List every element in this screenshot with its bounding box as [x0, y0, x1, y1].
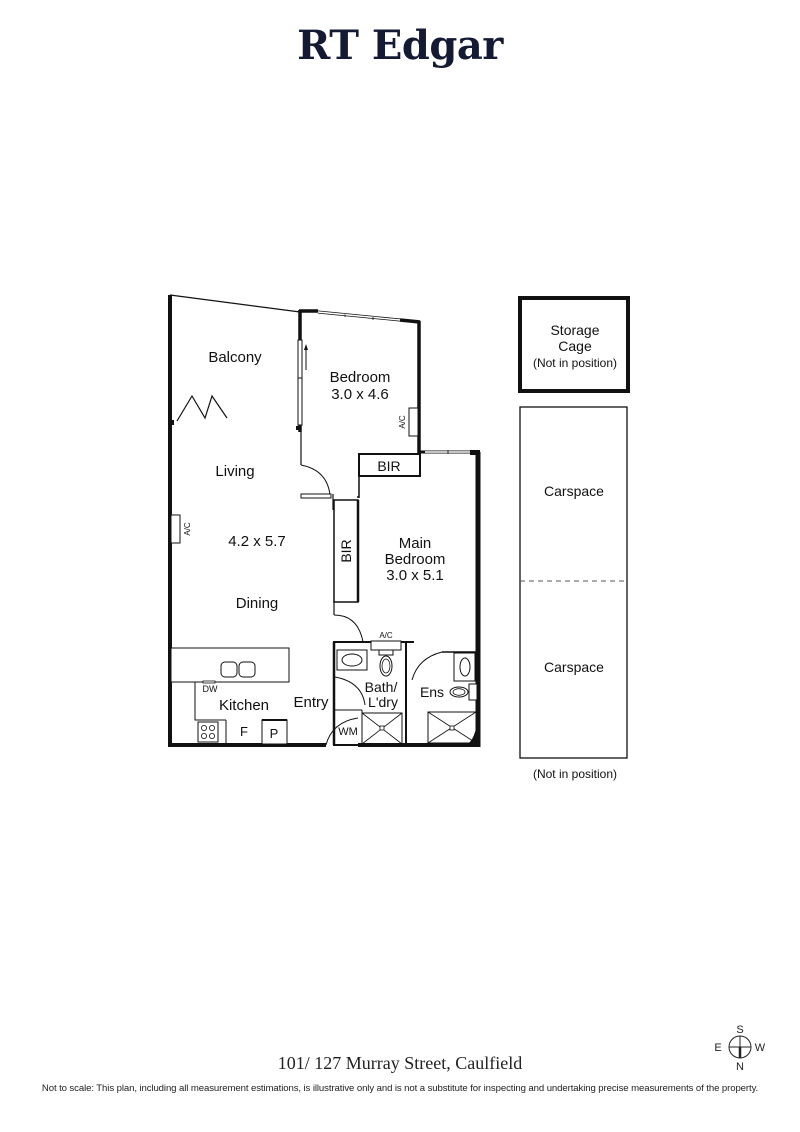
room-label-kitchen: Kitchen — [219, 697, 269, 714]
ac-label-living: A/C — [183, 522, 192, 536]
room-dims-bedroom: 3.0 x 4.6 — [331, 386, 389, 403]
room-label-balcony: Balcony — [208, 349, 262, 366]
pantry-label: P — [270, 726, 279, 741]
room-label-entry: Entry — [293, 694, 329, 711]
disclaimer: Not to scale: This plan, including all m… — [41, 1083, 759, 1094]
compass-east: E — [714, 1042, 721, 1054]
ac-label-bath: A/C — [379, 631, 393, 640]
storage-cage-line2: Cage — [558, 338, 592, 354]
ac-label-bedroom: A/C — [398, 415, 407, 429]
room-label-main-bedroom-2: Bedroom — [385, 551, 446, 568]
room-label-bedroom: Bedroom — [330, 369, 391, 386]
room-label-ensuite: Ens — [420, 684, 444, 700]
carspace-note: (Not in position) — [533, 767, 617, 781]
carspaces: Carspace Carspace (Not in position) — [519, 406, 628, 781]
wm-label: WM — [338, 726, 358, 738]
bir-label-main: BIR — [338, 539, 354, 562]
room-label-dining: Dining — [236, 595, 279, 612]
floor-plan: Balcony Bedroom 3.0 x 4.6 Living 4.2 x 5… — [168, 294, 630, 781]
room-label-bath-1: Bath/ — [365, 679, 398, 695]
room-dims-main-bedroom: 3.0 x 5.1 — [386, 567, 444, 584]
compass-west: W — [755, 1042, 766, 1054]
carspace-label-1: Carspace — [544, 483, 604, 499]
carspace-label-2: Carspace — [544, 659, 604, 675]
room-label-main-bedroom-1: Main — [399, 535, 432, 552]
room-dims-living: 4.2 x 5.7 — [228, 533, 286, 550]
compass-north: N — [736, 1061, 744, 1073]
compass-icon: S E W N — [714, 1025, 766, 1073]
property-address: 101/ 127 Murray Street, Caulfield — [277, 1053, 523, 1073]
bir-label-bedroom: BIR — [377, 458, 400, 474]
room-label-living: Living — [215, 463, 254, 480]
storage-cage-line1: Storage — [550, 322, 599, 338]
dw-label: DW — [203, 684, 218, 694]
storage-cage: Storage Cage (Not in position) — [518, 296, 630, 393]
brand-logo: RT Edgar — [297, 22, 503, 69]
fridge-label: F — [240, 724, 248, 739]
room-label-bath-2: L'dry — [368, 694, 398, 710]
storage-cage-line3: (Not in position) — [533, 356, 617, 370]
compass-south: S — [736, 1025, 743, 1036]
